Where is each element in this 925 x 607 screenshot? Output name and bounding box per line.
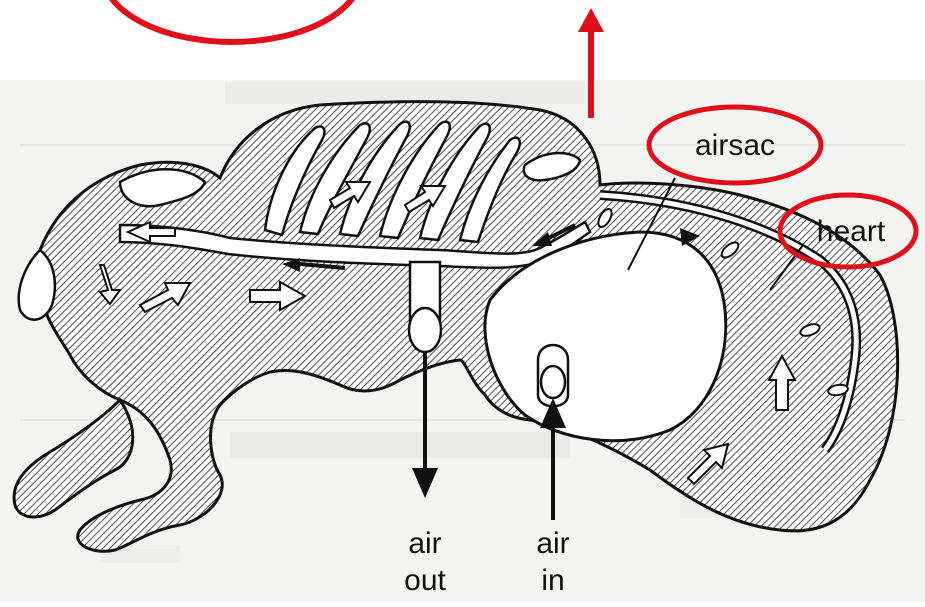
air-in-opening xyxy=(541,366,565,398)
spiracle-opening xyxy=(409,308,441,352)
label-heart: heart xyxy=(817,215,886,248)
label-air-out-line1: air xyxy=(408,527,441,560)
label-air-in-line1: air xyxy=(536,527,569,560)
label-air-out-line2: out xyxy=(404,564,446,597)
highlight-circle-top xyxy=(102,0,362,42)
label-airsac: airsac xyxy=(695,129,775,162)
label-air-in-line2: in xyxy=(541,564,564,597)
